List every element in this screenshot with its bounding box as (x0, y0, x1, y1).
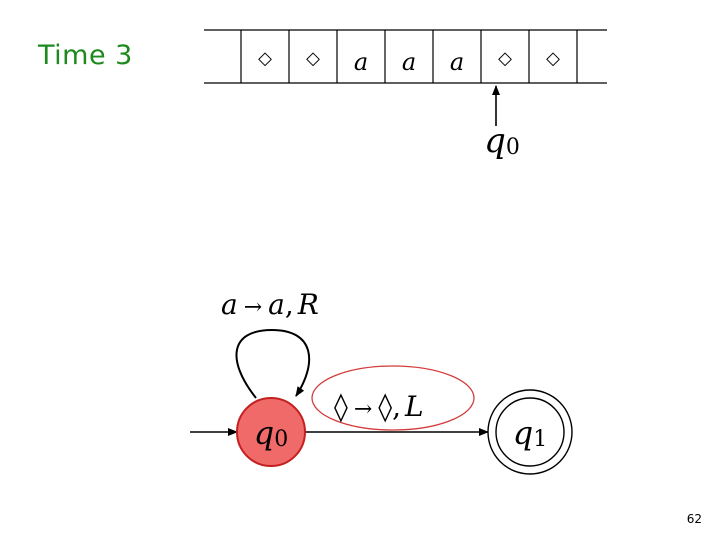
state-q0-label: q0 (254, 414, 288, 452)
tape-cell-symbol: a (402, 48, 416, 76)
tape-cell-symbol: ◇ (546, 48, 560, 69)
tape-cell-symbol: ◇ (306, 48, 320, 69)
state-q1: q1 (487, 389, 573, 475)
transition-q0-q1-label: ◊→◊,L (334, 390, 424, 423)
tape-cell-symbol: a (354, 48, 368, 76)
tape: ◇ ◇ a a a ◇ ◇ (204, 29, 607, 84)
self-loop-label: a→a,R (221, 288, 319, 321)
state-q1-label: q1 (513, 414, 547, 452)
page-number: 62 (686, 512, 702, 526)
state-q0-circle (236, 397, 306, 467)
state-q1-inner-circle (495, 397, 565, 467)
self-loop-arc (235, 328, 311, 399)
tape-cell-symbol: ◇ (498, 48, 512, 69)
highlight-ellipse (311, 365, 475, 431)
tape-cell-symbol: ◇ (258, 48, 272, 69)
slide-title: Time 3 (38, 40, 133, 71)
state-q0: q0 (236, 397, 306, 467)
transition-q0-self-loop: a→a,R (221, 288, 319, 399)
tape-cell-symbol: a (450, 48, 464, 76)
tape-head-state-label: q0 (484, 121, 520, 161)
